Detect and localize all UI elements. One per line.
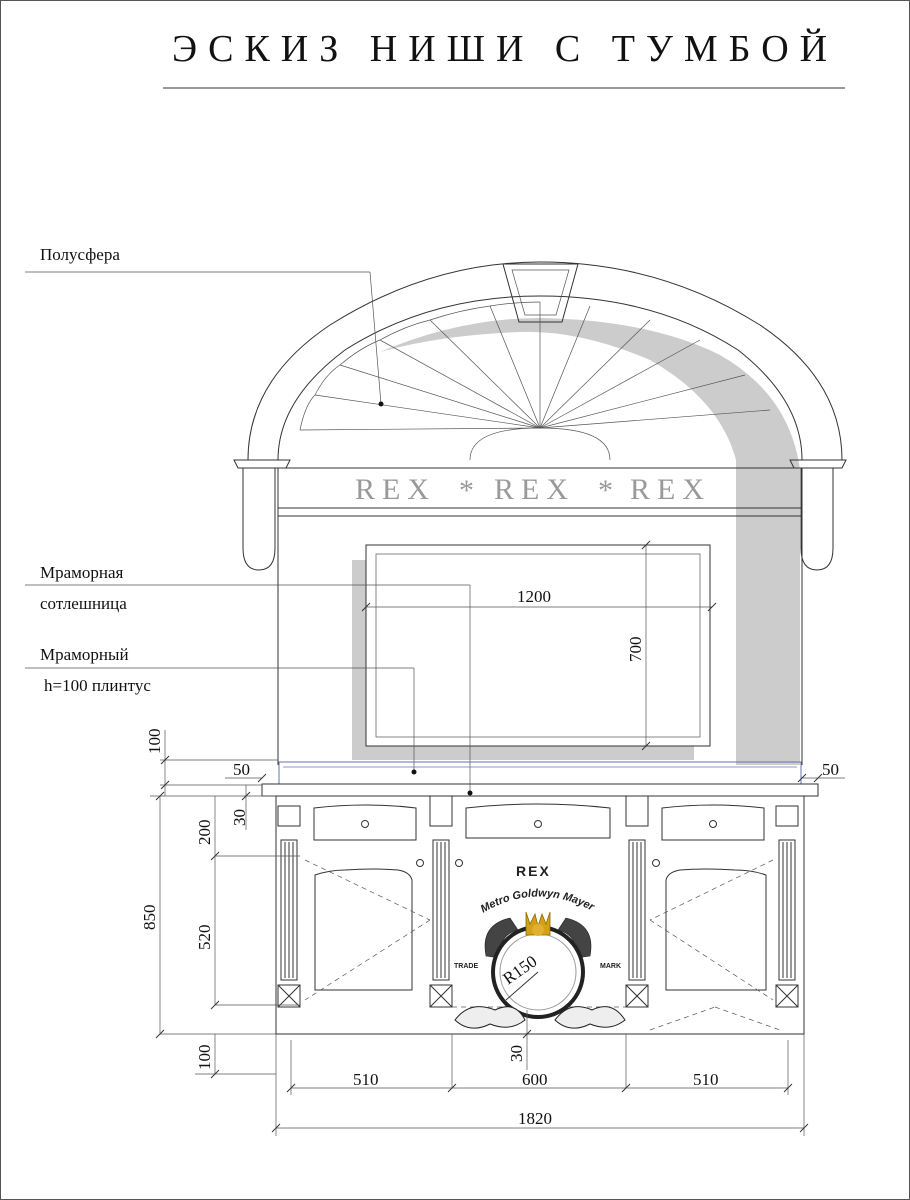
callout-plinth-2: h=100 плинтус	[44, 676, 151, 695]
dim-door-height: 520	[195, 925, 214, 951]
frieze-separator-2: *	[598, 474, 613, 507]
callout-hemisphere: Полусфера	[40, 245, 120, 264]
arch-inner	[277, 295, 803, 461]
dim-plinth-height: 100	[145, 729, 164, 755]
dim-section-center: 600	[522, 1070, 548, 1089]
right-drop	[800, 468, 834, 571]
dim-section-right: 510	[693, 1070, 719, 1089]
drawer-center	[465, 803, 611, 839]
callout-plinth-1: Мраморный	[40, 645, 129, 664]
sheet-title: ЭСКИЗ НИШИ С ТУМБОЙ	[172, 28, 838, 70]
dim-cabinet-height: 850	[140, 905, 159, 931]
rex-frieze: REX * REX * REX	[355, 473, 711, 507]
logo-arc-text: Metro Goldwyn Mayer	[479, 887, 597, 915]
right-capital	[789, 459, 847, 469]
dim-countertop-thickness: 30	[230, 809, 249, 826]
callout-countertop-2: сотлешница	[40, 594, 127, 613]
marble-countertop	[261, 783, 819, 797]
mirror-dimensions: 1200 700	[361, 540, 717, 751]
frieze-word-1: REX	[355, 473, 436, 506]
arch-niche	[233, 261, 847, 765]
dim-mirror-height: 700	[626, 637, 645, 663]
center-left-column	[429, 795, 453, 1008]
door-right	[665, 868, 767, 991]
niche-shadow	[380, 318, 800, 765]
left-drop	[242, 468, 276, 571]
mirror	[352, 544, 711, 760]
keystone	[502, 263, 579, 323]
dim-overhang-left: 50	[233, 760, 250, 779]
callouts: Полусфера Мраморная сотлешница Мраморный…	[25, 245, 473, 796]
rex-logo: REX Metro Goldwyn Mayer TRADE MARK R150	[454, 863, 626, 1029]
logo-mark: MARK	[600, 963, 621, 970]
drawer-left	[313, 804, 417, 841]
center-right-column	[625, 795, 649, 1008]
logo-brand: REX	[516, 863, 551, 879]
base-gap-dimension: 30	[507, 1010, 532, 1070]
keystone-inner	[511, 269, 570, 316]
callout-countertop-1: Мраморная	[40, 563, 124, 582]
dim-overhang-right: 50	[822, 760, 839, 779]
logo-trade: TRADE	[454, 963, 478, 970]
dim-mirror-width: 1200	[517, 587, 551, 606]
frieze-word-2: REX	[494, 473, 575, 506]
right-column	[775, 805, 799, 1008]
shell-rays	[299, 301, 771, 461]
dim-base-gap: 30	[507, 1045, 526, 1062]
drawer-right	[661, 804, 765, 841]
door-left	[314, 868, 413, 991]
right-dimensions: 50	[797, 760, 845, 783]
bottom-dimensions: 510 600 510 1820	[271, 1034, 809, 1136]
left-column	[277, 805, 301, 1008]
frieze-separator-1: *	[459, 474, 474, 507]
marble-plinth	[278, 761, 802, 785]
mirror-glass	[375, 553, 701, 738]
dim-section-left: 510	[353, 1070, 379, 1089]
left-capital	[233, 459, 291, 469]
mirror-frame	[365, 544, 711, 747]
left-dimensions: 100 50 30 200 520 850 100	[140, 729, 300, 1079]
dim-base-height: 100	[195, 1045, 214, 1071]
countertop-group	[261, 761, 819, 797]
dim-drawer-height: 200	[195, 820, 214, 846]
frieze-word-3: REX	[630, 473, 711, 506]
arch-outer	[247, 261, 843, 461]
dim-total-width: 1820	[518, 1109, 552, 1128]
